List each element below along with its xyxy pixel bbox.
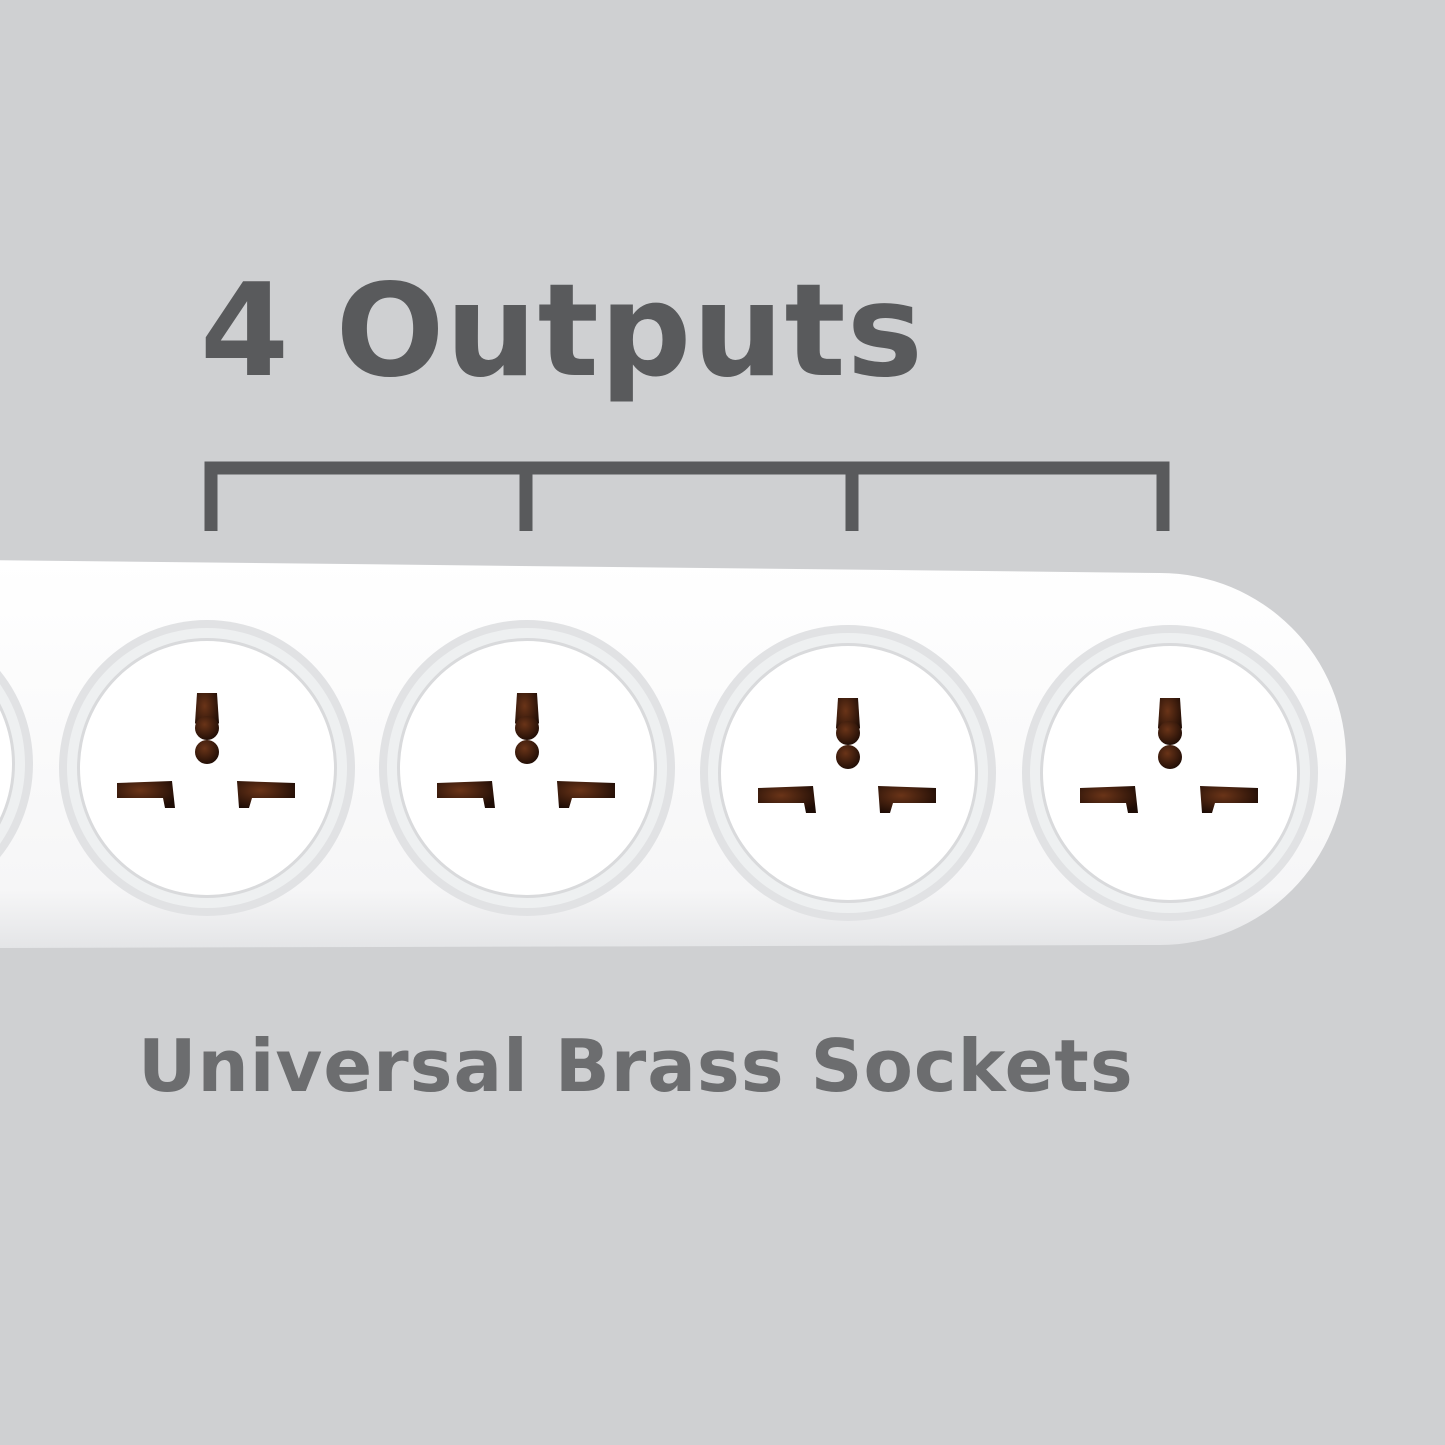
subline-universal-brass-sockets: Universal Brass Sockets — [138, 1024, 1134, 1108]
socket-1 — [59, 620, 355, 916]
socket-4 — [1022, 625, 1318, 921]
headline-4-outputs: 4 Outputs — [200, 257, 924, 406]
socket-3 — [700, 625, 996, 921]
socket-2 — [379, 620, 675, 916]
